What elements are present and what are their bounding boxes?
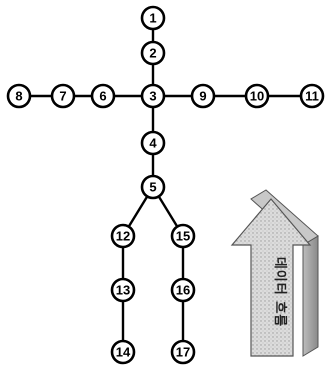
node-7: 7 — [50, 83, 76, 109]
node-label: 16 — [176, 283, 190, 298]
node-14: 14 — [110, 339, 136, 365]
arrow-front-face — [230, 198, 312, 357]
node-circle — [6, 83, 32, 109]
node-circle — [110, 339, 136, 365]
node-circle — [140, 174, 166, 200]
node-label: 11 — [305, 89, 319, 104]
arrow-label: 데이터 흐름 — [272, 257, 288, 327]
node-circle — [244, 83, 270, 109]
node-circle — [140, 5, 166, 31]
node-5: 5 — [140, 174, 166, 200]
node-circle — [90, 83, 116, 109]
node-label: 6 — [99, 89, 106, 104]
node-label: 17 — [176, 345, 190, 360]
node-circle — [110, 223, 136, 249]
node-11: 11 — [299, 83, 325, 109]
node-circle — [190, 83, 216, 109]
node-label: 12 — [116, 229, 130, 244]
node-label: 14 — [116, 345, 131, 360]
node-10: 10 — [244, 83, 270, 109]
node-label: 1 — [149, 11, 156, 26]
node-label: 15 — [176, 229, 190, 244]
node-circle — [140, 130, 166, 156]
node-9: 9 — [190, 83, 216, 109]
node-2: 2 — [140, 40, 166, 66]
node-label: 4 — [149, 136, 157, 151]
node-label: 5 — [149, 180, 156, 195]
node-circle — [170, 223, 196, 249]
arrow-side-face — [302, 235, 319, 357]
node-circle — [170, 339, 196, 365]
node-15: 15 — [170, 223, 196, 249]
node-16: 16 — [170, 277, 196, 303]
node-label: 8 — [15, 89, 22, 104]
node-8: 8 — [6, 83, 32, 109]
node-label: 9 — [199, 89, 206, 104]
node-circle — [140, 40, 166, 66]
node-12: 12 — [110, 223, 136, 249]
node-1: 1 — [140, 5, 166, 31]
node-label: 10 — [250, 89, 264, 104]
node-label: 13 — [116, 283, 130, 298]
node-circle — [299, 83, 325, 109]
node-4: 4 — [140, 130, 166, 156]
up-arrow-graphic: 데이터 흐름 — [230, 189, 319, 357]
node-3: 3 — [140, 83, 166, 109]
node-13: 13 — [110, 277, 136, 303]
node-17: 17 — [170, 339, 196, 365]
node-6: 6 — [90, 83, 116, 109]
node-circle — [170, 277, 196, 303]
node-circle — [110, 277, 136, 303]
node-label: 3 — [149, 89, 156, 104]
node-label: 7 — [59, 89, 66, 104]
node-circle — [50, 83, 76, 109]
node-label: 2 — [149, 46, 156, 61]
node-circle — [140, 83, 166, 109]
